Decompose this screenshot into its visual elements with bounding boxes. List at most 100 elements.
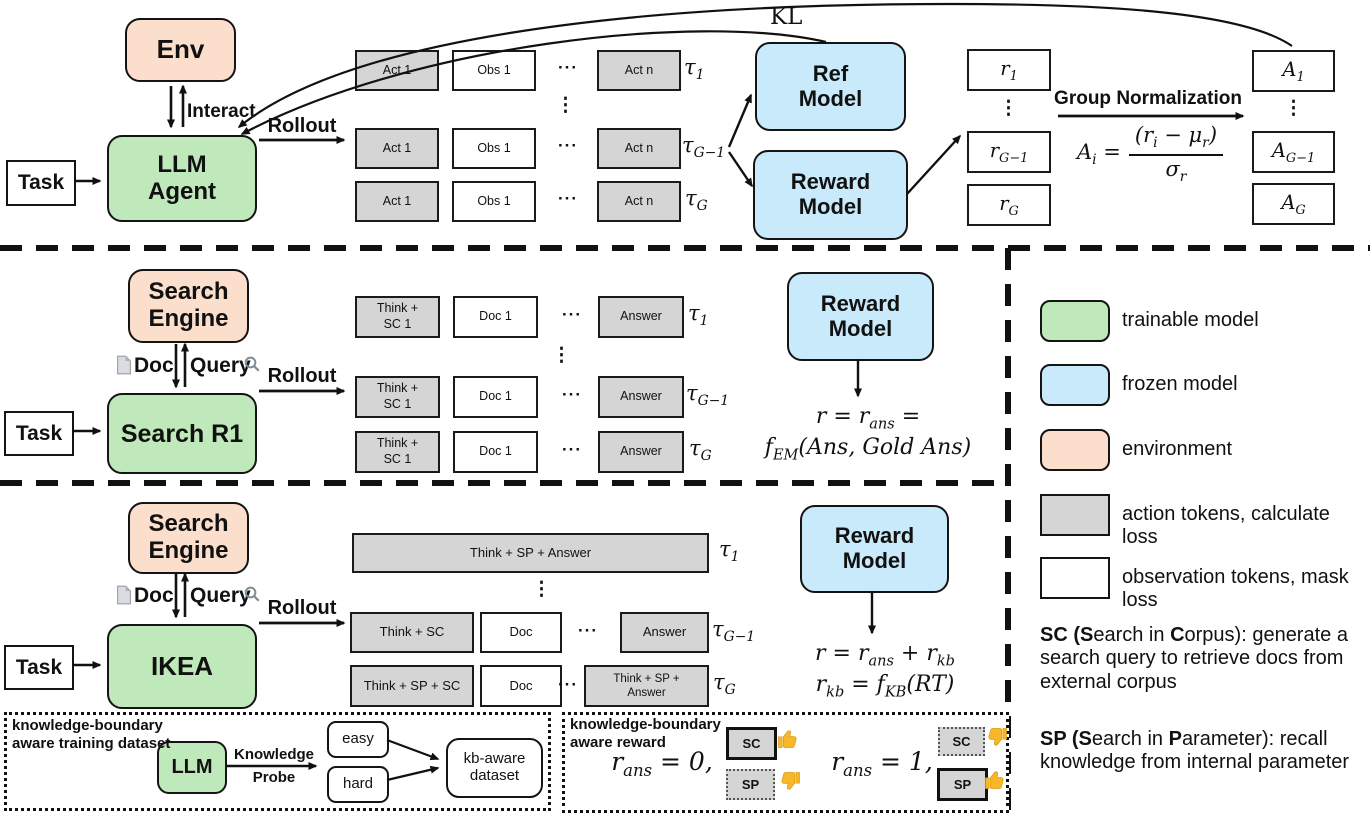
search-r1-label: Search R1 <box>120 419 244 448</box>
task-label-top: Task <box>17 171 65 194</box>
token-thinksc-row1-mid: Think +SC 1 <box>355 296 440 338</box>
token-thinksc-row2-mid: Think +SC 1 <box>355 376 440 418</box>
token-doc-row3-bot: Doc <box>480 665 562 707</box>
doc-label-mid: Doc <box>134 354 174 377</box>
token-act1-row1: Act 1 <box>355 50 439 91</box>
sp-box-dotted-left: SP <box>726 769 775 800</box>
advantage-formula: Ai = (ri − μr) σr <box>1050 123 1250 185</box>
reward-formula-bot-line2: rkb = fKB(RT) <box>815 672 955 701</box>
reward-formula-bot: r = rans + rkb rkb = fKB(RT) <box>765 640 1005 703</box>
token-obs1-row2: Obs 1 <box>452 128 536 169</box>
ellipsis-row2-mid: ··· <box>562 385 582 404</box>
divider-middle-bottom <box>0 480 1008 486</box>
legend-label-trainable: trainable model <box>1122 309 1259 331</box>
token-label: Think +SC 1 <box>376 381 419 411</box>
llm-label-inset: LLM <box>171 756 213 779</box>
token-label: Think + SC <box>379 624 445 640</box>
token-label: Doc 1 <box>479 389 512 404</box>
token-label: Think + SP +Answer <box>613 672 680 699</box>
token-label: Doc 1 <box>479 444 512 459</box>
task-box-mid: Task <box>4 411 74 456</box>
tau-1-bot: τ1 <box>719 537 740 566</box>
advantage-fraction: (ri − μr) σr <box>1128 123 1224 185</box>
task-box-top: Task <box>6 160 76 206</box>
thumbs-up-icon <box>985 771 1004 789</box>
token-answer-row2-mid: Answer <box>598 376 684 418</box>
advantage-ag1-box: AG−1 <box>1252 131 1335 173</box>
legend-label-action: action tokens, calculate loss <box>1122 503 1330 548</box>
task-label-bot: Task <box>15 655 63 679</box>
reward-r1-box: r1 <box>967 49 1051 91</box>
legend-swatch-environment <box>1040 429 1110 471</box>
token-label: Think + SP + Answer <box>469 544 592 560</box>
advantage-a1-label: A1 <box>1282 57 1305 85</box>
task-box-bot: Task <box>4 645 74 690</box>
token-actn-row2: Act n <box>597 128 681 169</box>
rollout-label-bot: Rollout <box>267 597 337 619</box>
reward-r1-label: r1 <box>1000 56 1018 84</box>
token-label: Doc 1 <box>479 309 512 324</box>
magnifier-icon-mid <box>244 356 260 372</box>
token-act1-row3: Act 1 <box>355 181 439 222</box>
token-obs1-row3: Obs 1 <box>452 181 536 222</box>
ikea-label: IKEA <box>150 650 214 681</box>
token-label: Act 1 <box>382 140 412 155</box>
divider-top-middle <box>0 245 1370 251</box>
token-doc1-row2-mid: Doc 1 <box>453 376 538 418</box>
ellipsis-row3-bot: ··· <box>558 675 578 694</box>
sc-label: SC <box>952 734 971 749</box>
legend-swatch-trainable <box>1040 300 1110 342</box>
advantage-a1-box: A1 <box>1252 50 1335 92</box>
token-label: Act n <box>624 140 654 155</box>
vdots-top-rows: ⋮ <box>556 95 575 116</box>
rollout-label-top: Rollout <box>267 115 337 137</box>
reward-rg1-box: rG−1 <box>967 131 1051 173</box>
group-normalization-label: Group Normalization <box>1054 88 1242 109</box>
reward-rg-box: rG <box>967 184 1051 226</box>
token-label: Think +SC 1 <box>376 436 419 466</box>
token-actn-row1: Act n <box>597 50 681 91</box>
reward-formula-bot-line1: r = rans + rkb <box>815 641 955 670</box>
token-obs1-row1: Obs 1 <box>452 50 536 91</box>
legend-label-observation: observation tokens, mask loss <box>1122 566 1349 611</box>
advantage-lhs: Ai = <box>1076 139 1121 169</box>
advantage-ag1-label: AG−1 <box>1271 138 1316 166</box>
token-thinksc-row2-bot: Think + SC <box>350 612 474 653</box>
ellipsis-row3-top: ··· <box>558 189 578 208</box>
interact-label: Interact <box>187 101 256 122</box>
hard-label: hard <box>342 775 374 793</box>
easy-box: easy <box>327 721 389 758</box>
doc-icon-bot <box>117 585 131 605</box>
thumbs-down-icon <box>781 772 800 790</box>
query-label-mid: Query <box>190 354 251 377</box>
reward-formula-mid: r = rans = fEM(Ans, Gold Ans) <box>738 403 998 466</box>
vdots-mid-rows: ⋮ <box>552 345 571 366</box>
legend-swatch-action <box>1040 494 1110 536</box>
thumbs-down-icon <box>988 728 1007 746</box>
token-label: Think + SP + SC <box>363 677 461 693</box>
token-act1-row2: Act 1 <box>355 128 439 169</box>
token-label: Doc <box>509 624 533 640</box>
hard-box: hard <box>327 766 389 803</box>
sp-box-solid-right: SP <box>937 768 988 801</box>
token-label: Obs 1 <box>477 193 511 208</box>
sp-label: SP <box>953 777 972 792</box>
reward-formula-mid-line2: fEM(Ans, Gold Ans) <box>764 435 972 464</box>
token-thinkspanswer-row1-bot: Think + SP + Answer <box>352 533 709 573</box>
advantage-numerator: (ri − μr) <box>1128 123 1224 156</box>
ellipsis-row2-bot: ··· <box>578 621 598 640</box>
